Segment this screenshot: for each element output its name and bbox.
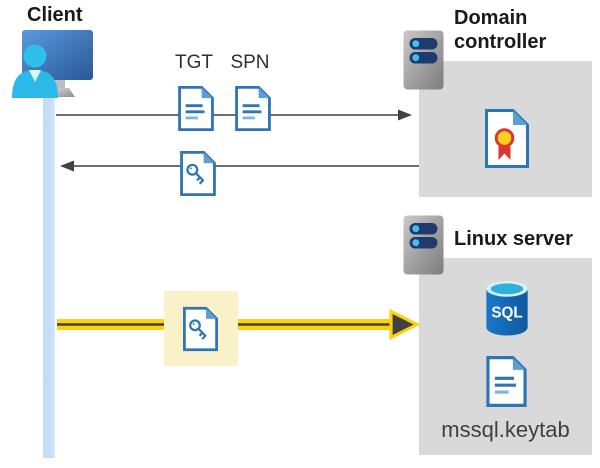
- tgt-document-icon: [178, 85, 214, 132]
- keytab-label: mssql.keytab: [441, 417, 570, 442]
- tgt-label: TGT: [175, 52, 213, 73]
- linux-server-label: Linux server: [454, 228, 573, 250]
- service-ticket-key-icon: [180, 150, 216, 197]
- domain-controller-server-icon: [403, 30, 444, 90]
- client-label: Client: [27, 4, 83, 26]
- client-lifeline: [43, 97, 55, 458]
- client-icon: [12, 30, 93, 98]
- spn-label: SPN: [230, 52, 270, 73]
- keytab-document-icon: [486, 356, 527, 407]
- certificate-icon: [485, 109, 529, 168]
- linux-server-icon: [403, 215, 444, 275]
- highlighted-key-ticket-icon: [183, 306, 218, 352]
- sql-label: SQL: [491, 304, 522, 321]
- sql-database-icon: SQL: [486, 280, 528, 336]
- domain-controller-label: Domain controller: [454, 7, 547, 53]
- response-arrow: [60, 160, 419, 172]
- person-icon: [12, 44, 58, 98]
- spn-document-icon: [235, 85, 271, 132]
